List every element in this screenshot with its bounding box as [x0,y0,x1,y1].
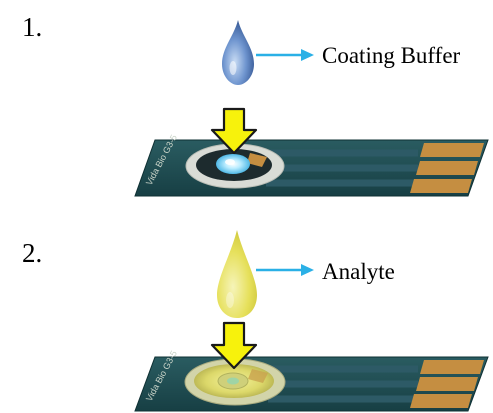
step-1-down-arrow-icon [210,107,258,155]
step-2-number: 2. [22,238,42,268]
step-1: 1. Coating Buffer Vida Bio G3 [22,12,489,197]
coating-buffer-label: Coating Buffer [322,43,461,68]
step-1-number: 1. [22,12,42,42]
step-1-pointer-arrow-icon [256,49,314,61]
coating-buffer-drop-icon [222,20,254,85]
sensor-well-analyte [184,358,286,406]
analyte-drop-icon [217,230,257,318]
strip-traces [268,365,418,403]
analyte-label: Analyte [322,259,395,284]
sensor-strip-1: Vida Bio G3-5 [134,133,489,197]
sensor-strip-2: Vida Bio G3-5 [134,349,489,412]
strip-traces [266,149,418,187]
step-2-down-arrow-icon [210,321,258,370]
sensor-well-coated [185,143,285,189]
step-2: 2. Analyte Vida Bio G3-5 [22,230,489,412]
step-2-pointer-arrow-icon [256,264,314,276]
strip-contact-pads [410,360,484,408]
strip-contact-pads [410,143,484,193]
